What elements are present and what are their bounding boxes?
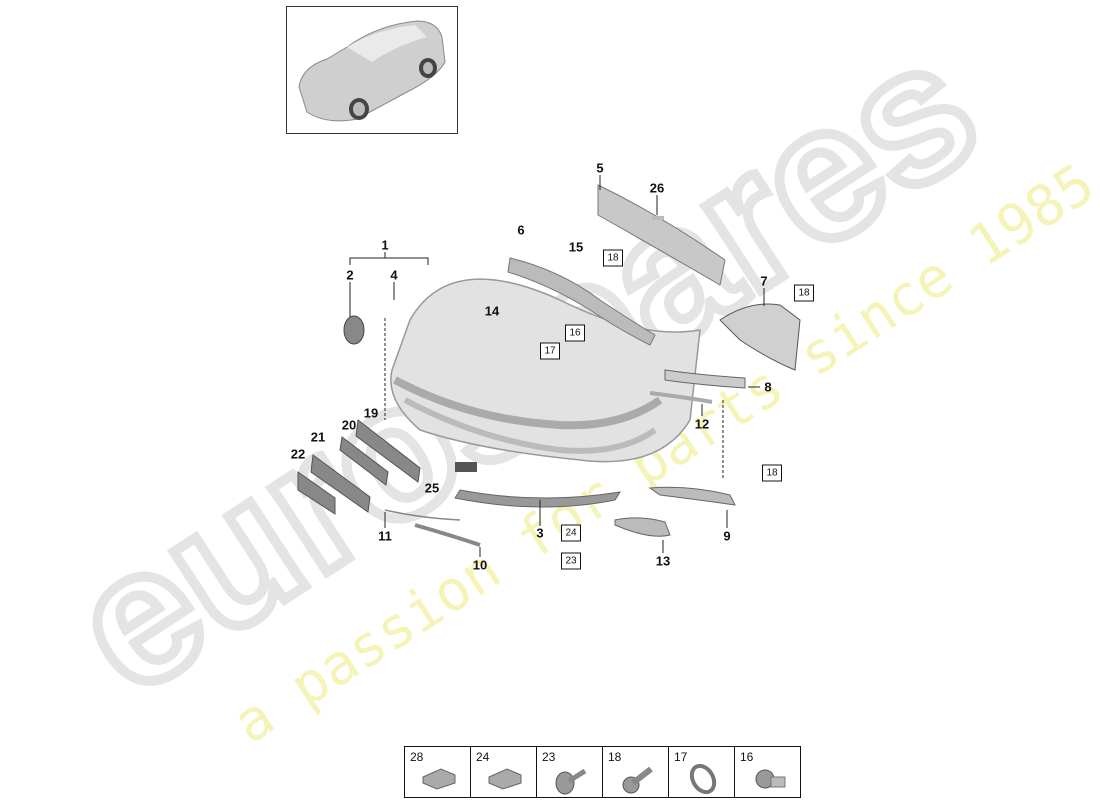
callout-label[interactable]: 22 xyxy=(290,446,306,462)
rivet-icon xyxy=(555,768,587,795)
callout-label[interactable]: 8 xyxy=(764,379,772,395)
boxed-callout-label[interactable]: 16 xyxy=(565,324,585,342)
callout-label[interactable]: 10 xyxy=(472,557,488,573)
callout-label[interactable]: 25 xyxy=(424,480,440,496)
clip-nut-icon xyxy=(422,768,456,790)
callout-label[interactable]: 4 xyxy=(390,267,398,283)
callout-label[interactable]: 26 xyxy=(649,180,665,196)
legend-item[interactable]: 23 xyxy=(537,747,603,797)
legend-number: 24 xyxy=(476,750,490,764)
callout-label[interactable]: 5 xyxy=(596,160,604,176)
legend-number: 28 xyxy=(410,750,424,764)
callout-label[interactable]: 15 xyxy=(568,239,584,255)
legend-item[interactable]: 18 xyxy=(603,747,669,797)
car-icon xyxy=(298,20,446,122)
threaded-ring-icon xyxy=(689,763,717,795)
clip-nut-icon xyxy=(488,768,522,790)
callout-label[interactable]: 14 xyxy=(484,303,500,319)
sensor-holder-icon xyxy=(755,769,786,789)
callout-label[interactable]: 3 xyxy=(536,525,544,541)
legend-number: 18 xyxy=(608,750,622,764)
legend-number: 23 xyxy=(542,750,556,764)
callout-label[interactable]: 9 xyxy=(723,528,731,544)
legend-item[interactable]: 17 xyxy=(669,747,735,797)
callout-label[interactable]: 11 xyxy=(378,528,392,544)
legend-item[interactable]: 24 xyxy=(471,747,537,797)
callout-label[interactable]: 19 xyxy=(363,405,379,421)
callout-label[interactable]: 6 xyxy=(517,222,525,238)
boxed-callout-label[interactable]: 18 xyxy=(762,464,782,482)
fastener-legend: 28 24 23 18 17 16 xyxy=(404,746,801,798)
boxed-callout-label[interactable]: 24 xyxy=(561,524,581,542)
callout-label[interactable]: 1 xyxy=(381,237,389,253)
callout-label[interactable]: 12 xyxy=(694,416,710,432)
boxed-callout-label[interactable]: 18 xyxy=(794,284,814,302)
legend-number: 17 xyxy=(674,750,688,764)
boxed-callout-label[interactable]: 18 xyxy=(603,249,623,267)
boxed-callout-label[interactable]: 23 xyxy=(561,552,581,570)
vehicle-thumbnail xyxy=(286,6,458,134)
callout-label[interactable]: 13 xyxy=(655,553,671,569)
screw-icon xyxy=(622,766,653,794)
callout-label[interactable]: 20 xyxy=(341,417,357,433)
callout-label[interactable]: 2 xyxy=(346,267,354,283)
legend-item[interactable]: 28 xyxy=(405,747,471,797)
callout-label[interactable]: 21 xyxy=(310,429,326,445)
boxed-callout-label[interactable]: 17 xyxy=(540,342,560,360)
legend-number: 16 xyxy=(740,750,754,764)
legend-item[interactable]: 16 xyxy=(735,747,800,797)
callout-label[interactable]: 7 xyxy=(760,273,768,289)
